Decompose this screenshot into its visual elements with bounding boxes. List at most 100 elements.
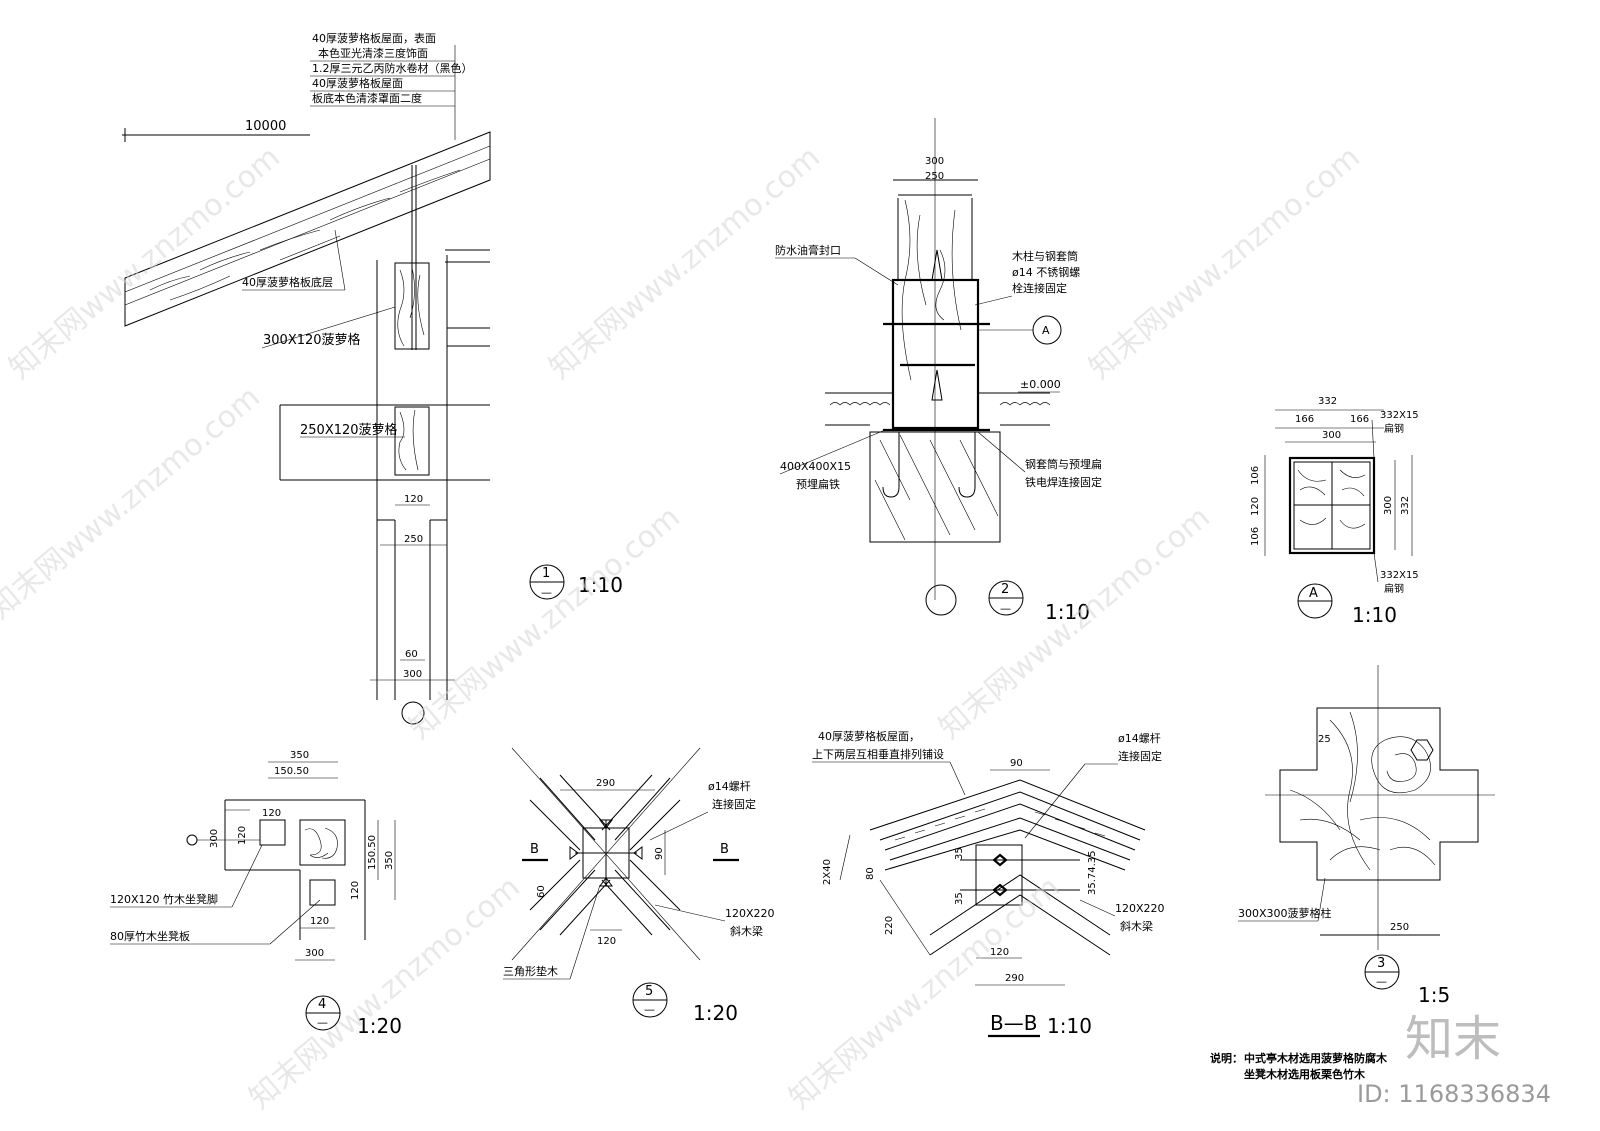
detail-a-sleeve-section: 332 166 166 300 332X15 扁钢 332X15 扁钢 106 … (1250, 396, 1419, 627)
watermark-3: 知末网www.znzmo.com (1083, 140, 1367, 386)
bolt-b-2: 连接固定 (1118, 749, 1162, 763)
bolt-2: 连接固定 (712, 797, 756, 811)
dim-290: 290 (596, 778, 615, 789)
beam-2: 斜木梁 (730, 924, 763, 938)
tag-3-number: 3 (1377, 956, 1385, 971)
plate-label-2: 预埋扁铁 (796, 478, 840, 491)
tag-4-sub: — (317, 1016, 328, 1029)
dim-300: 300 (1322, 430, 1341, 441)
dim-left-106b: 106 (1250, 527, 1261, 546)
scale-4: 1:20 (357, 1014, 402, 1038)
bolt-1: ø14螺杆 (708, 779, 751, 793)
dim-60: 60 (405, 649, 418, 660)
dim-right-300: 300 (1383, 496, 1394, 515)
bolt-note-1: 木柱与钢套筒 (1012, 249, 1078, 263)
detail-4-bench: 350 150.50 120 300 120 150.50 350 120 12… (110, 750, 402, 1038)
span-dim: 10000 (245, 119, 286, 134)
dim-120-left: 120 (237, 826, 248, 845)
detail-3-column-section: 25 300X300菠萝格柱 250 3 — 1:5 (1238, 665, 1495, 1007)
brand-watermark: 知末 (1405, 1011, 1501, 1067)
tag-3-sub: — (1376, 975, 1387, 988)
tag-1-number: 1 (542, 566, 550, 581)
id-watermark: ID: 1168336834 (1357, 1080, 1551, 1108)
watermark-4: 知末网www.znzmo.com (0, 380, 267, 626)
tag-4-number: 4 (318, 997, 326, 1012)
dim-left-120: 120 (1250, 497, 1261, 516)
tag-a: A (1309, 586, 1318, 601)
roof-note-2: 本色亚光清漆三度饰面 (318, 46, 428, 60)
watermark-6: 知末网www.znzmo.com (933, 500, 1217, 746)
detail-bb-ridge-section: 40厚菠萝格板屋面， 上下两层互相垂直排列铺设 ø14螺杆 连接固定 90 2X… (812, 729, 1165, 1038)
dim-300: 300 (403, 669, 422, 680)
scale-a: 1:10 (1352, 603, 1397, 627)
dim-60: 60 (536, 885, 547, 898)
tag-2-sub: — (1000, 602, 1011, 615)
seal-label: 防水油膏封口 (775, 243, 841, 257)
dim-300-bot: 300 (305, 948, 324, 959)
dim-120-top: 120 (262, 808, 281, 819)
dim-35a: 35 (954, 847, 965, 860)
dim-166b: 166 (1350, 414, 1369, 425)
beam-a-label: 300X120菠萝格 (263, 332, 361, 348)
weld-label-2: 铁电焊连接固定 (1025, 475, 1102, 489)
watermark-5: 知末网www.znzmo.com (403, 500, 687, 746)
column-label: 300X300菠萝格柱 (1238, 906, 1332, 920)
board-label: 80厚竹木坐凳板 (110, 929, 190, 943)
dim-150-50-r: 150.50 (367, 835, 378, 870)
beam-b-1: 120X220 (1115, 902, 1165, 915)
roof-base-label: 40厚菠萝格板底层 (242, 275, 333, 289)
sheet-note: 说明： 中式亭木材选用菠萝格防腐木 坐凳木材选用板栗色竹木 (1210, 1051, 1388, 1081)
dim-300-left: 300 (209, 829, 220, 848)
dim-220: 220 (884, 916, 895, 935)
roof-note-b-1: 40厚菠萝格板屋面， (818, 729, 920, 743)
tag-bb: B—B (990, 1011, 1037, 1035)
watermark-2: 知末网www.znzmo.com (543, 140, 827, 386)
bolt-note-2: ø14 不锈钢螺 (1012, 266, 1080, 279)
scale-bb: 1:10 (1047, 1014, 1092, 1038)
dim-left-106a: 106 (1250, 466, 1261, 485)
watermark-7: 知末网www.znzmo.com (243, 870, 527, 1116)
detail-1-roof-section: 40厚菠萝格板屋面，表面 本色亚光清漆三度饰面 1.2厚三元乙丙防水卷材（黑色）… (122, 31, 623, 725)
scale-2: 1:10 (1045, 600, 1090, 624)
scale-1: 1:10 (578, 573, 623, 597)
dim-25: 25 (1318, 734, 1331, 745)
beam-b-label: 250X120菠萝格 (300, 422, 398, 438)
dim-350-r: 350 (384, 851, 395, 870)
dim-290-b: 290 (1005, 973, 1024, 984)
watermark-8: 知末网www.znzmo.com (783, 870, 1067, 1116)
dim-120: 120 (597, 936, 616, 947)
roof-note-5: 板底本色清漆罩面二度 (312, 91, 422, 105)
dim-250: 250 (404, 534, 423, 545)
note-line-1: 中式亭木材选用菠萝格防腐木 (1244, 1051, 1388, 1065)
note-line-2: 坐凳木材选用板栗色竹木 (1244, 1067, 1366, 1081)
roof-note-1: 40厚菠萝格板屋面，表面 (312, 31, 436, 45)
level-label: ±0.000 (1020, 378, 1061, 391)
flat-bot-1: 332X15 (1380, 570, 1419, 581)
dim-120-bot: 120 (310, 916, 329, 927)
beam-b-2: 斜木梁 (1120, 919, 1153, 933)
dim-2x40: 2X40 (822, 859, 833, 885)
tag-5-sub: — (644, 1003, 655, 1016)
section-mark-a: A (1042, 324, 1050, 337)
dim-332: 332 (1318, 396, 1337, 407)
dim-150-50: 150.50 (274, 766, 309, 777)
detail-5-beam-junction: 290 ø14螺杆 连接固定 B B 90 60 120 120X220 斜木梁… (503, 747, 775, 1025)
dim-250: 250 (1390, 922, 1409, 933)
section-b-right: B (720, 842, 729, 857)
dim-120-r: 120 (350, 881, 361, 900)
scale-3: 1:5 (1418, 983, 1450, 1007)
detail-2-column-base: 300 250 防水油膏封口 木柱与钢套筒 ø14 不锈钢螺 栓连接固定 (775, 118, 1102, 624)
watermark-1: 知末网www.znzmo.com (3, 140, 287, 386)
bolt-note-3: 栓连接固定 (1012, 281, 1067, 295)
dim-350: 350 (290, 750, 309, 761)
dim-35-74-35: 35.74.35 (1087, 850, 1098, 895)
dim-120-b: 120 (990, 947, 1009, 958)
section-b-left: B (530, 842, 539, 857)
dim-166a: 166 (1295, 414, 1314, 425)
leg-label: 120X120 竹木坐凳脚 (110, 892, 218, 906)
tag-1-sub: — (541, 586, 552, 599)
beam-1: 120X220 (725, 907, 775, 920)
flat-top-2: 扁钢 (1384, 422, 1404, 435)
wedge-label: 三角形垫木 (503, 964, 558, 978)
weld-label-1: 钢套筒与预埋扁 (1025, 457, 1102, 471)
